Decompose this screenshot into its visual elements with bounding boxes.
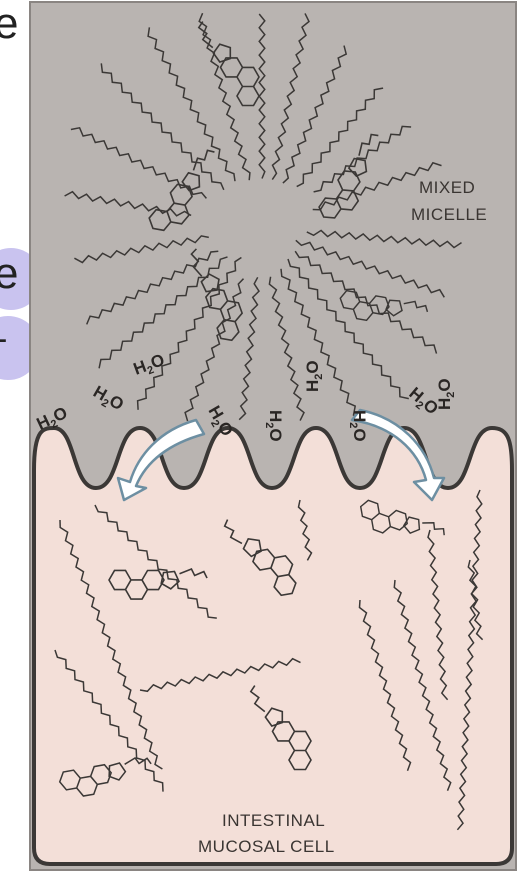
cell-label-line2: MUCOSAL CELL bbox=[198, 837, 335, 856]
micelle-label-line2: MICELLE bbox=[411, 205, 487, 224]
edge-text-fragment-low: - bbox=[0, 322, 7, 356]
edge-text-fragment-mid: e bbox=[0, 252, 18, 296]
micelle-label-line1: MIXED bbox=[419, 178, 475, 197]
cell-label-line1: INTESTINAL bbox=[222, 811, 325, 830]
